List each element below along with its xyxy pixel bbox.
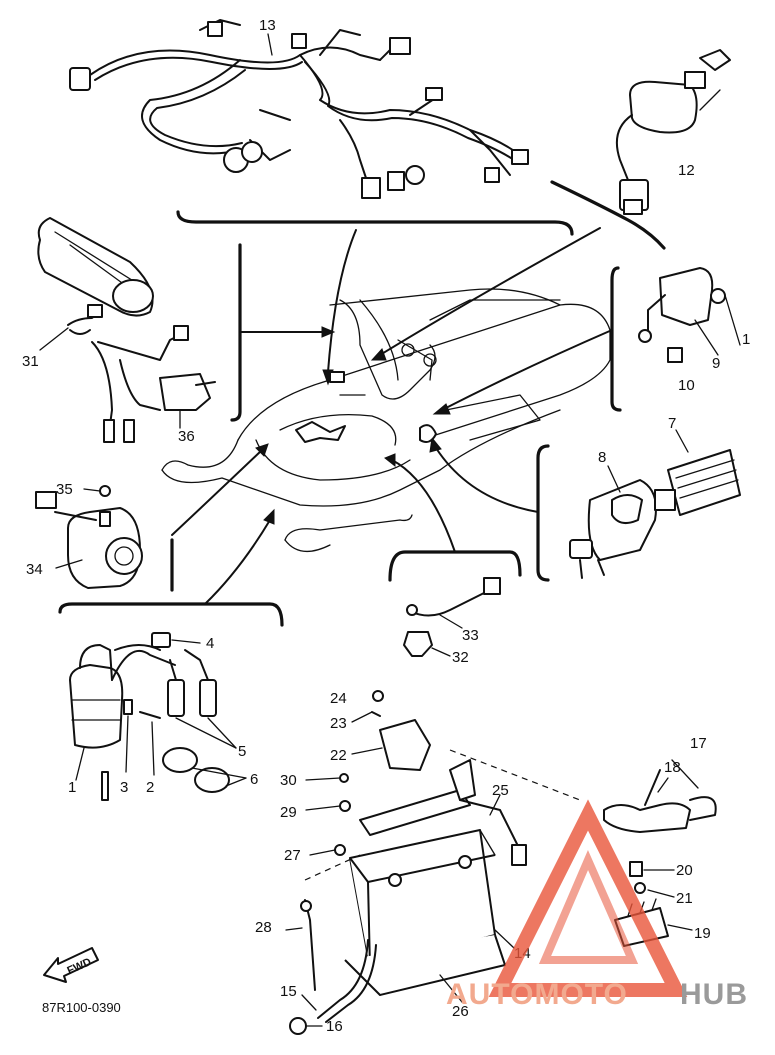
watermark-text-automoto: AUTOMOTO — [446, 978, 628, 1011]
cdi-unit — [638, 267, 726, 363]
callout-10: 10 — [678, 377, 695, 394]
callout-12: 12 — [678, 162, 695, 179]
callout-33: 33 — [462, 627, 479, 644]
main-switch — [616, 49, 731, 215]
callout-21: 21 — [676, 890, 693, 907]
callout-4: 4 — [206, 635, 214, 652]
callout-23: 23 — [330, 715, 347, 732]
callout-1-upper: 1 — [742, 331, 750, 348]
callout-26: 26 — [452, 1003, 469, 1020]
regulator-assembly — [569, 449, 741, 579]
callout-34: 34 — [26, 561, 43, 578]
callout-24: 24 — [330, 690, 347, 707]
watermark: AUTOMOTO HUB — [446, 799, 748, 1011]
callout-8: 8 — [598, 449, 606, 466]
callout-29: 29 — [280, 804, 297, 821]
callout-labels: 13 12 1 9 10 7 8 31 36 35 34 33 32 4 5 6… — [22, 17, 750, 1035]
group-brackets — [58, 180, 666, 627]
forward-arrow: FWD — [43, 947, 99, 983]
callout-36: 36 — [178, 428, 195, 445]
callout-16: 16 — [326, 1018, 343, 1035]
callout-1: 1 — [68, 779, 76, 796]
callout-17: 17 — [690, 735, 707, 752]
callout-30: 30 — [280, 772, 297, 789]
callout-27: 27 — [284, 847, 301, 864]
watermark-text-hub: HUB — [680, 978, 748, 1011]
watermark-triangle-logo — [488, 799, 688, 997]
callout-35: 35 — [56, 481, 73, 498]
callout-31: 31 — [22, 353, 39, 370]
callout-5: 5 — [238, 743, 246, 760]
callout-22: 22 — [330, 747, 347, 764]
callout-9: 9 — [712, 355, 720, 372]
snowmobile-body — [161, 288, 611, 552]
callout-6: 6 — [250, 771, 258, 788]
callout-32: 32 — [452, 649, 469, 666]
grip-assembly — [37, 217, 216, 443]
callout-28: 28 — [255, 919, 272, 936]
watermark-inner-triangle — [538, 849, 639, 964]
starter-relay — [35, 485, 143, 589]
callout-20: 20 — [676, 862, 693, 879]
callout-13: 13 — [259, 17, 276, 34]
callout-2: 2 — [146, 779, 154, 796]
callout-3: 3 — [120, 779, 128, 796]
callout-25: 25 — [492, 782, 509, 799]
callout-19: 19 — [694, 925, 711, 942]
sensor-assembly — [403, 577, 501, 657]
callout-18: 18 — [664, 759, 681, 776]
callout-7: 7 — [668, 415, 676, 432]
callout-15: 15 — [280, 983, 297, 1000]
diagram-code: 87R100-0390 — [42, 1000, 121, 1015]
ignition-coil-assembly — [69, 632, 230, 801]
wire-harness — [69, 19, 529, 199]
